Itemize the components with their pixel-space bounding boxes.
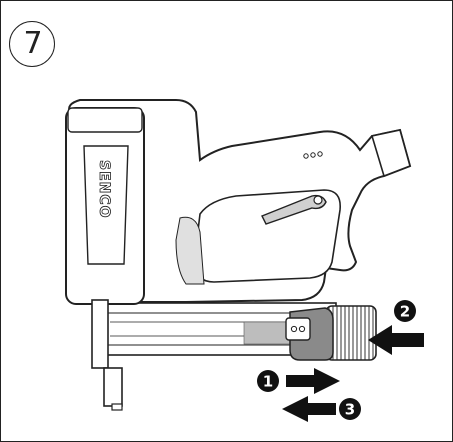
nailer-head: SENCO [65,107,145,305]
magazine-pusher[interactable] [285,307,334,361]
callout-2-label: 2 [400,303,410,321]
arrow-1: 1 [257,368,340,394]
callout-3-label: 3 [345,401,355,419]
step-number-badge: 7 [9,21,55,67]
arrow-3: 3 [282,396,361,422]
step-number: 7 [23,26,43,61]
arrow-2: 2 [368,300,424,355]
callout-1-label: 1 [263,373,273,391]
nose-piece [91,299,123,411]
nailer-body [68,99,412,303]
callout-2-badge [394,300,416,322]
callout-1-badge [257,370,279,392]
callout-3-badge [339,398,361,420]
brand-logo: SENCO [96,160,112,219]
